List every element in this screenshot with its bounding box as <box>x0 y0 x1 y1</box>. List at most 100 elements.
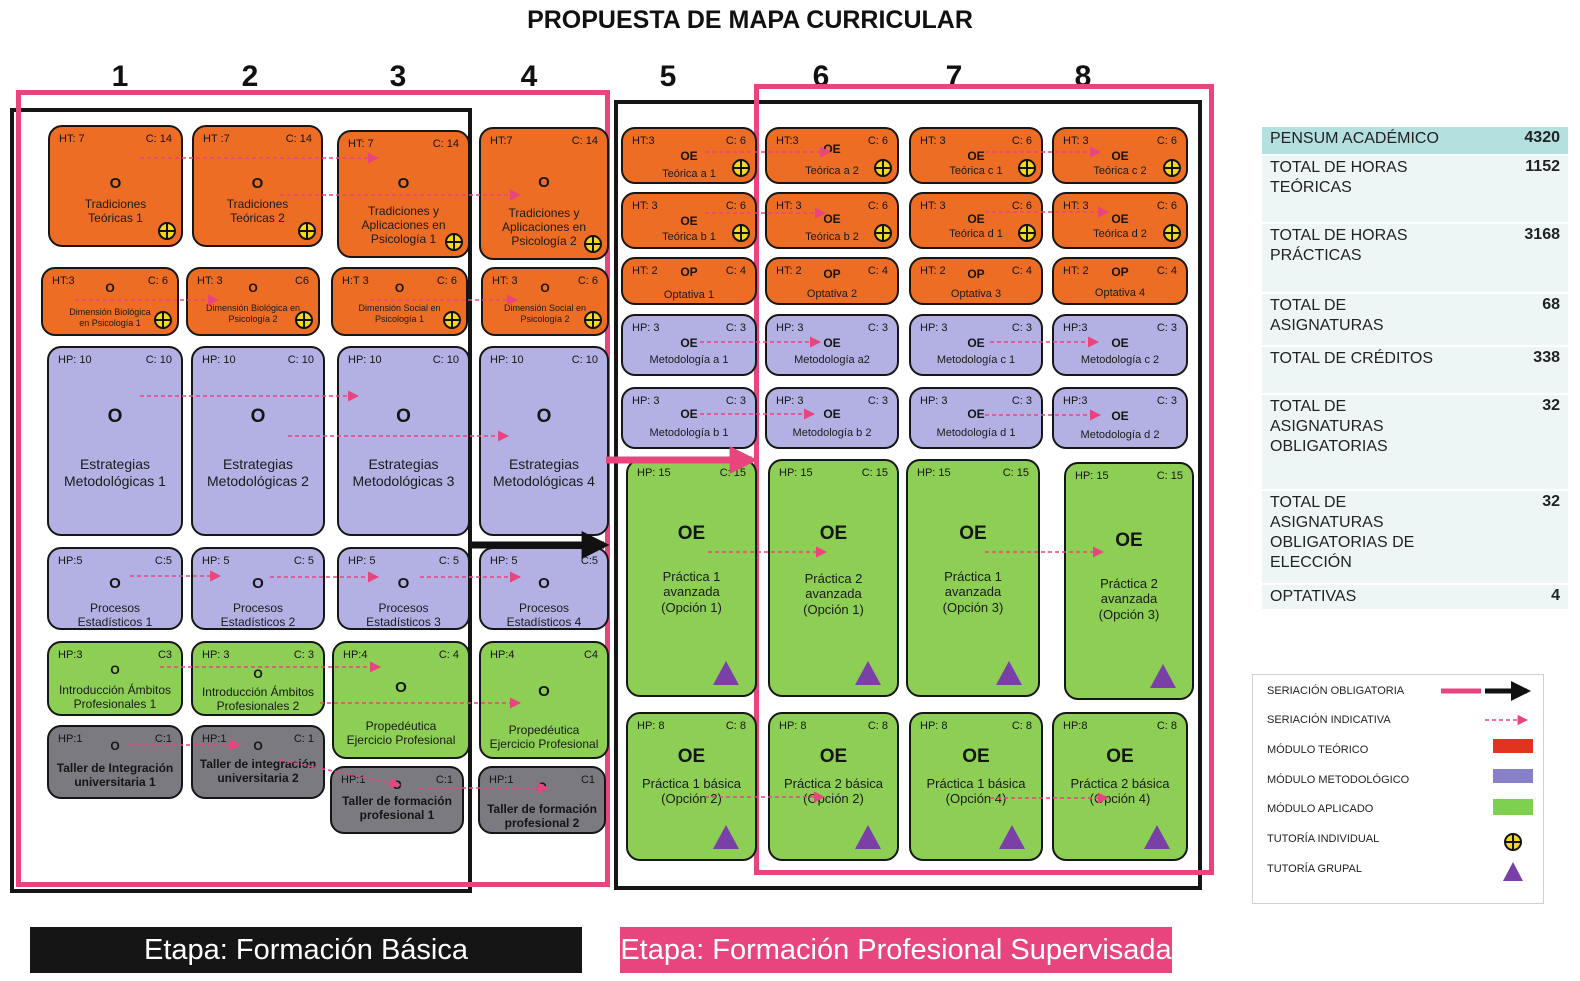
hours-label: HP:1 <box>202 733 227 745</box>
hours-label: HP:1 <box>489 774 514 786</box>
hours-label: HP: 15 <box>917 467 951 479</box>
credits-label: C: 1 <box>293 733 314 745</box>
individual-tutoring-icon <box>295 311 313 329</box>
course-name: Taller de formación profesional 1 <box>342 794 452 823</box>
course-type-code: OE <box>1111 212 1129 226</box>
course-name: Metodología c 2 <box>1080 354 1160 366</box>
credits-label: C: 14 <box>285 133 312 145</box>
course-name: Práctica 1 básica (Opción 4) <box>926 776 1026 807</box>
course-name: Introducción Ámbitos Profesionales 2 <box>201 685 315 714</box>
credits-label: C: 8 <box>725 720 746 732</box>
stat-value: 1152 <box>1525 158 1560 175</box>
course-name: Práctica 2 avanzada (Opción 1) <box>803 571 864 617</box>
individual-tutoring-icon <box>154 311 172 329</box>
credits-label: C: 8 <box>1156 720 1177 732</box>
credits-label: C: 5 <box>293 555 314 567</box>
semester-number: 3 <box>389 60 407 93</box>
hours-label: HP: 15 <box>637 467 671 479</box>
hours-label: HP: 5 <box>348 555 376 567</box>
credits-label: C: 8 <box>867 720 888 732</box>
course-type-code: OE <box>677 746 706 767</box>
stat-label: TOTAL DE HORAS PRÁCTICAS <box>1270 227 1408 264</box>
credits-label: C:1 <box>435 774 453 786</box>
legend-label: MÓDULO METODOLÓGICO <box>1267 774 1410 786</box>
course-type-code: OE <box>819 746 848 767</box>
credits-label: C: 4 <box>1011 265 1032 277</box>
individual-tutoring-icon <box>158 222 176 240</box>
legend: SERIACIÓN OBLIGATORIA SERIACIÓN INDICATI… <box>1252 674 1544 904</box>
course-name: Metodología a 1 <box>649 354 729 366</box>
credits-label: C: 3 <box>1011 395 1032 407</box>
credits-label: C: 4 <box>438 649 459 661</box>
hours-label: HP: 8 <box>779 720 807 732</box>
hours-label: HT:3 <box>632 135 655 147</box>
course-type-code: OE <box>823 212 841 226</box>
course-type-code: OP <box>1111 265 1129 279</box>
course-type-code: O <box>109 575 121 592</box>
group-tutoring-icon <box>999 825 1025 849</box>
course-type-code: O <box>253 739 263 753</box>
credits-label: C: 3 <box>1011 322 1032 334</box>
hours-label: HP: 15 <box>779 467 813 479</box>
hours-label: HT:3 <box>52 275 75 287</box>
stat-value: 4 <box>1551 587 1560 604</box>
course-name: Teórica a 1 <box>662 168 716 180</box>
credits-label: C: 14 <box>432 138 459 150</box>
stat-label: TOTAL DE ASIGNATURAS OBLIGATORIAS <box>1270 398 1388 455</box>
credits-label: C: 8 <box>1011 720 1032 732</box>
credits-label: C: 6 <box>577 275 598 287</box>
credits-label: C: 6 <box>725 200 746 212</box>
course-type-code: OE <box>823 142 841 156</box>
course-name: Propedéutica Ejercicio Profesional <box>346 719 456 748</box>
hours-label: HP:5 <box>58 555 83 567</box>
hours-label: HT:7 <box>490 135 513 147</box>
course-type-code: O <box>253 667 263 681</box>
hours-label: HP: 8 <box>637 720 665 732</box>
hours-label: HP: 3 <box>920 322 948 334</box>
credits-label: C: 6 <box>1011 200 1032 212</box>
applied-swatch <box>1493 799 1533 815</box>
credits-label: C: 4 <box>725 265 746 277</box>
credits-label: C: 4 <box>1156 265 1177 277</box>
course-type-code: O <box>538 174 550 191</box>
methodological-swatch <box>1493 769 1533 783</box>
credits-label: C: 6 <box>1156 200 1177 212</box>
course-name: Optativa 4 <box>1094 287 1146 299</box>
course-type-code: O <box>537 780 547 794</box>
credits-label: C: 3 <box>867 322 888 334</box>
course-name: Taller de formación profesional 2 <box>487 802 597 831</box>
credits-label: C:1 <box>154 733 172 745</box>
course-type-code: O <box>252 575 264 592</box>
course-type-code: OE <box>819 523 848 544</box>
course-name: Práctica 1 avanzada (Opción 1) <box>661 569 722 615</box>
course-type-code: O <box>110 663 120 677</box>
course-name: Dimensión Biológica en Psicología 2 <box>205 303 301 324</box>
semester-number: 1 <box>111 60 129 93</box>
stat-label: OPTATIVAS <box>1270 588 1357 605</box>
course-name: Metodología c 1 <box>936 354 1016 366</box>
hours-label: HP:3 <box>1063 395 1088 407</box>
